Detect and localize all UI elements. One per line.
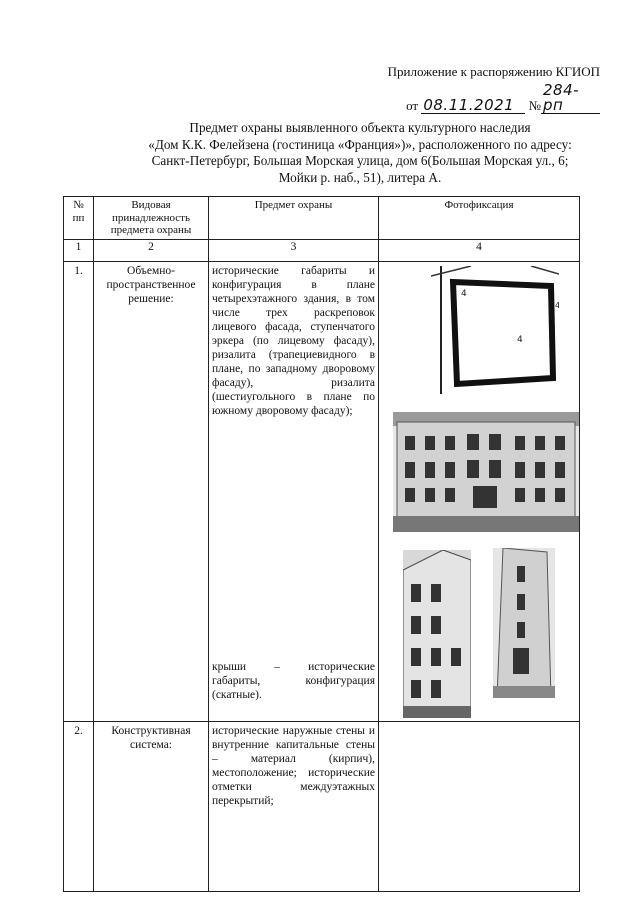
from-label: от <box>406 98 419 113</box>
header-subject: Предмет охраны <box>208 196 379 240</box>
protection-table: № пп Видовая принадлежность предмета охр… <box>63 196 580 892</box>
table-header-row: № пп Видовая принадлежность предмета охр… <box>63 196 580 240</box>
order-line: от 08.11.2021 №284-рп <box>406 83 600 114</box>
photo-cell <box>378 720 580 892</box>
subject-text: исторические габариты и конфигурация в п… <box>212 264 375 417</box>
svg-text:4: 4 <box>461 289 467 299</box>
order-date: 08.11.2021 <box>421 98 526 114</box>
col-num: 1 <box>63 238 94 262</box>
row-number: 1. <box>63 260 94 722</box>
row-subject: исторические габариты и конфигурация в п… <box>208 260 379 722</box>
svg-text:4: 4 <box>517 335 523 345</box>
column-number-row: 1 2 3 4 <box>63 238 580 262</box>
order-number: 284-рп <box>541 83 600 114</box>
subject-roof-text: крыши – исторические габариты, конфигура… <box>212 660 375 701</box>
row-kind: Объемно-пространственное решение: <box>93 260 209 722</box>
appendix-line: Приложение к распоряжению КГИОП <box>388 63 600 80</box>
courtyard-photo-1 <box>403 549 471 718</box>
floor-plan-image: 4 4 4 <box>431 265 559 394</box>
title-line: Предмет охраны выявленного объекта культ… <box>189 120 531 135</box>
document-title: Предмет охраны выявленного объекта культ… <box>140 120 580 186</box>
courtyard-photo-2 <box>493 547 555 698</box>
col-num: 4 <box>378 238 580 262</box>
title-line: «Дом К.К. Фелейзена (гостиница «Франция»… <box>148 136 572 152</box>
appendix-text: Приложение к распоряжению КГИОП <box>387 64 600 79</box>
table-row: 2. Конструктивная система: исторические … <box>63 720 580 892</box>
header-kind: Видовая принадлежность предмета охраны <box>93 196 209 240</box>
header-num: № пп <box>63 196 94 240</box>
header-photo: Фотофиксация <box>378 196 580 240</box>
facade-photo <box>393 411 579 532</box>
title-line: Санкт-Петербург, Большая Морская улица, … <box>151 153 569 168</box>
photo-cell: 4 4 4 <box>378 260 580 722</box>
col-num: 2 <box>93 238 209 262</box>
number-label: № <box>528 98 541 113</box>
svg-text:4: 4 <box>555 301 559 310</box>
row-number: 2. <box>63 720 94 892</box>
table-row: 1. Объемно-пространственное решение: ист… <box>63 260 580 722</box>
col-num: 3 <box>208 238 379 262</box>
row-kind: Конструктивная система: <box>93 720 209 892</box>
row-subject: исторические наружные стены и внутренние… <box>208 720 379 892</box>
title-line: Мойки р. наб., 51), литера А. <box>278 169 442 185</box>
